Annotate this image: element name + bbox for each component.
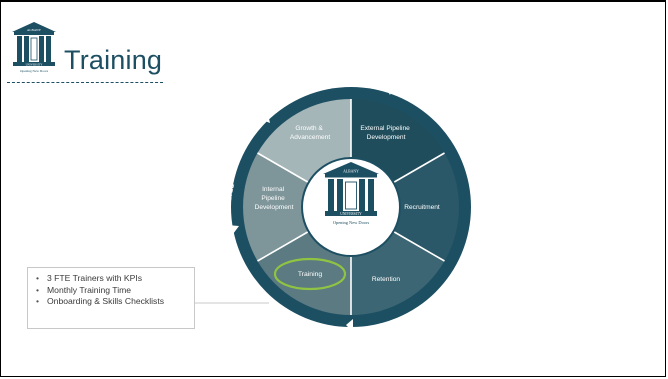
training-details-list: 3 FTE Trainers with KPIs Monthly Trainin… (36, 273, 194, 308)
title-underline (7, 82, 163, 83)
wedge-recruitment (394, 153, 459, 261)
wedge-label-growth: Growth & Advancement (290, 125, 330, 141)
svg-text:Opening New Doors: Opening New Doors (333, 220, 370, 225)
university-logo: ALBANY UNIVERSITY Opening New Doors (12, 22, 56, 73)
svg-text:UNIVERSITY: UNIVERSITY (26, 63, 43, 66)
ring-label-analyze: ANALYZE (225, 182, 236, 216)
training-highlight-oval (273, 257, 347, 291)
wedge-growth-advancement (257, 99, 351, 182)
list-item: 3 FTE Trainers with KPIs (36, 273, 194, 285)
list-item: Onboarding & Skills Checklists (36, 296, 194, 308)
wedge-external-pipeline (351, 99, 445, 182)
svg-text:Opening New Doors: Opening New Doors (20, 69, 49, 73)
wedge-label-external: External Pipeline Development (360, 125, 411, 141)
wedge-label-retention: Retention (372, 276, 401, 283)
wedge-retention (351, 232, 445, 315)
wedge-training (257, 232, 351, 315)
svg-text:UNIVERSITY: UNIVERSITY (340, 212, 362, 216)
wedge-label-training: Training (298, 271, 323, 278)
page-title: Training (64, 45, 163, 75)
svg-text:ALBANY: ALBANY (27, 28, 42, 32)
ring-arrows (227, 84, 468, 332)
svg-text:ALBANY: ALBANY (343, 170, 359, 174)
list-item: Monthly Training Time (36, 285, 194, 297)
wedge-label-recruitment: Recruitment (404, 204, 440, 211)
ring-label-diversify-pathways: DIVERSIFY PATHWAYS (468, 158, 486, 237)
training-details-callout: 3 FTE Trainers with KPIs Monthly Trainin… (27, 267, 195, 329)
wedge-internal-pipeline (243, 153, 308, 261)
ring-label-partner: PARTNER (358, 69, 392, 80)
wedge-dividers (257, 99, 445, 315)
center-university-logo: ALBANY UNIVERSITY Opening New Doors (323, 162, 379, 225)
wedge-label-internal: Internal Pipeline Development (255, 186, 294, 211)
